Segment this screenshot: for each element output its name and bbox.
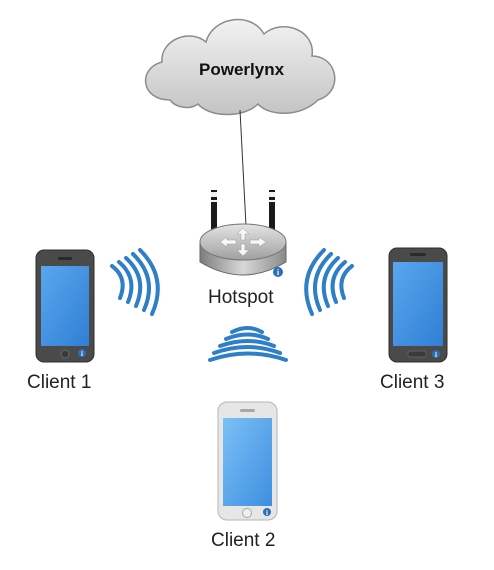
- svg-text:i: i: [81, 350, 83, 358]
- svg-text:i: i: [435, 351, 437, 359]
- client-1-label: Client 1: [27, 372, 92, 393]
- wifi-signal-icon: [110, 248, 160, 316]
- hotspot-label: Hotspot: [208, 287, 274, 308]
- svg-text:i: i: [266, 509, 268, 517]
- smartphone-icon: i: [217, 401, 278, 521]
- svg-text:i: i: [277, 268, 280, 277]
- client-2-label: Client 2: [211, 530, 276, 551]
- wifi-signal-icon: [208, 326, 288, 362]
- cloud-icon: [145, 18, 336, 116]
- router-icon: i: [199, 190, 287, 277]
- cloud-hotspot-link: [239, 109, 247, 227]
- wifi-signal-icon: [304, 248, 354, 316]
- cloud-label: Powerlynx: [199, 60, 285, 79]
- smartphone-icon: i: [388, 247, 448, 363]
- smartphone-icon: i: [35, 249, 95, 363]
- client-3-label: Client 3: [380, 372, 445, 393]
